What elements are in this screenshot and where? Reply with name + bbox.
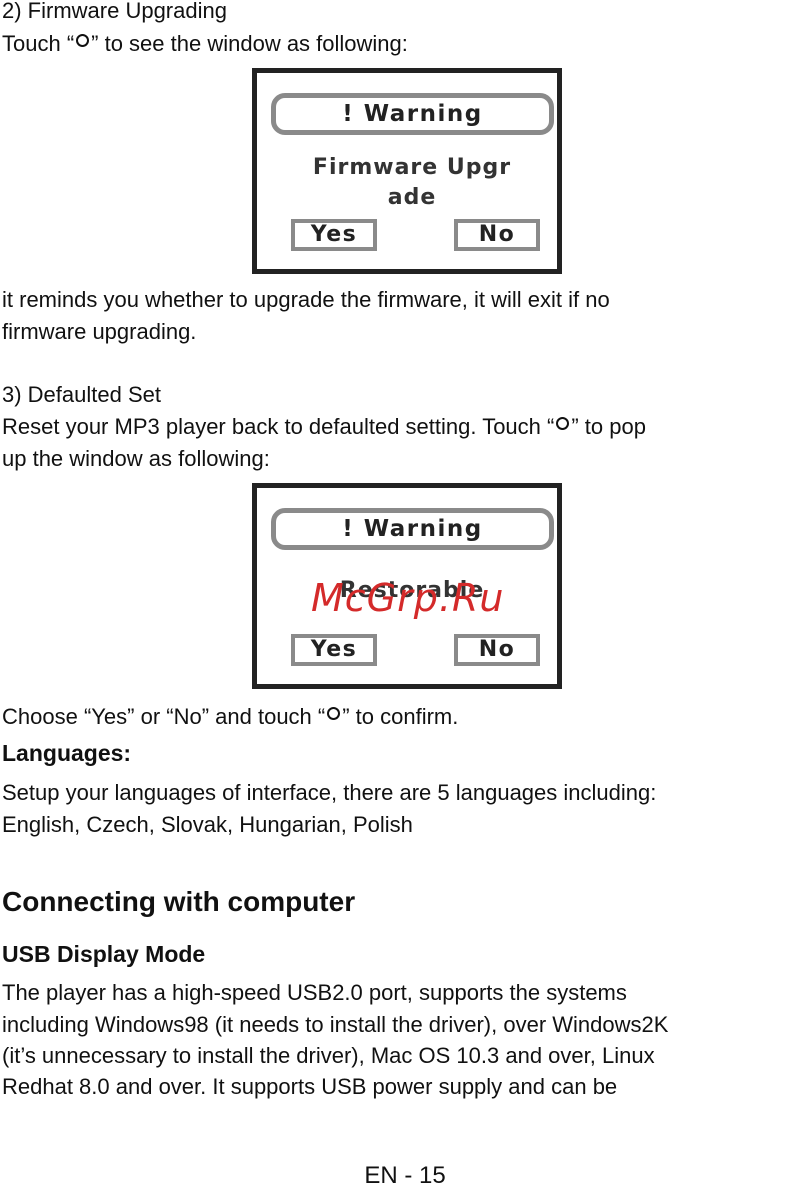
languages-heading: Languages: bbox=[2, 740, 132, 766]
default-warning-dialog: ! Warning Restorable Yes No bbox=[252, 483, 562, 689]
usb-line-2: including Windows98 (it needs to install… bbox=[2, 1012, 669, 1037]
firmware-dialog-title: ! Warning bbox=[271, 93, 554, 135]
firmware-dialog-message: Firmware Upgr ade bbox=[287, 153, 537, 213]
usb-line-3: (it’s unnecessary to install the driver)… bbox=[2, 1043, 655, 1068]
default-no-button[interactable]: No bbox=[454, 634, 540, 666]
firmware-heading: 2) Firmware Upgrading bbox=[2, 0, 227, 23]
ring-icon bbox=[327, 707, 341, 720]
choose-line: Choose “Yes” or “No” and touch “ ” to con… bbox=[2, 702, 458, 732]
firmware-dialog-message-line1: Firmware Upgr bbox=[312, 155, 512, 180]
ring-icon bbox=[556, 417, 570, 430]
default-line1-post: ” to pop bbox=[571, 414, 646, 439]
firmware-touch-line: Touch “ ” to see the window as following: bbox=[2, 29, 408, 59]
default-line2: up the window as following: bbox=[2, 446, 270, 471]
usb-line-1: The player has a high-speed USB2.0 port,… bbox=[2, 980, 627, 1005]
firmware-touch-pre: Touch “ bbox=[2, 31, 75, 56]
firmware-warning-dialog: ! Warning Firmware Upgr ade Yes No bbox=[252, 68, 562, 274]
choose-post: ” to confirm. bbox=[342, 704, 459, 729]
default-dialog-message: Restorable bbox=[339, 578, 485, 603]
default-yes-button[interactable]: Yes bbox=[291, 634, 377, 666]
languages-line2: English, Czech, Slovak, Hungarian, Polis… bbox=[2, 812, 413, 837]
choose-pre: Choose “Yes” or “No” and touch “ bbox=[2, 704, 326, 729]
firmware-yes-button[interactable]: Yes bbox=[291, 219, 377, 251]
default-line1-pre: Reset your MP3 player back to defaulted … bbox=[2, 414, 555, 439]
connecting-heading: Connecting with computer bbox=[2, 886, 356, 917]
ring-icon bbox=[76, 34, 90, 47]
firmware-desc-line2: firmware upgrading. bbox=[2, 319, 197, 344]
default-heading: 3) Defaulted Set bbox=[2, 382, 161, 407]
default-dialog-title: ! Warning bbox=[271, 508, 554, 550]
firmware-desc-line1: it reminds you whether to upgrade the fi… bbox=[2, 287, 610, 312]
languages-line1: Setup your languages of interface, there… bbox=[2, 780, 657, 805]
usb-mode-heading: USB Display Mode bbox=[2, 941, 206, 967]
page-number: EN - 15 bbox=[364, 1162, 446, 1189]
default-line1: Reset your MP3 player back to defaulted … bbox=[2, 412, 646, 442]
usb-line-4: Redhat 8.0 and over. It supports USB pow… bbox=[2, 1074, 618, 1099]
firmware-touch-post: ” to see the window as following: bbox=[91, 31, 408, 56]
firmware-no-button[interactable]: No bbox=[454, 219, 540, 251]
firmware-dialog-message-line2: ade bbox=[387, 185, 437, 210]
watermark: McGrp.Ru bbox=[311, 576, 505, 620]
